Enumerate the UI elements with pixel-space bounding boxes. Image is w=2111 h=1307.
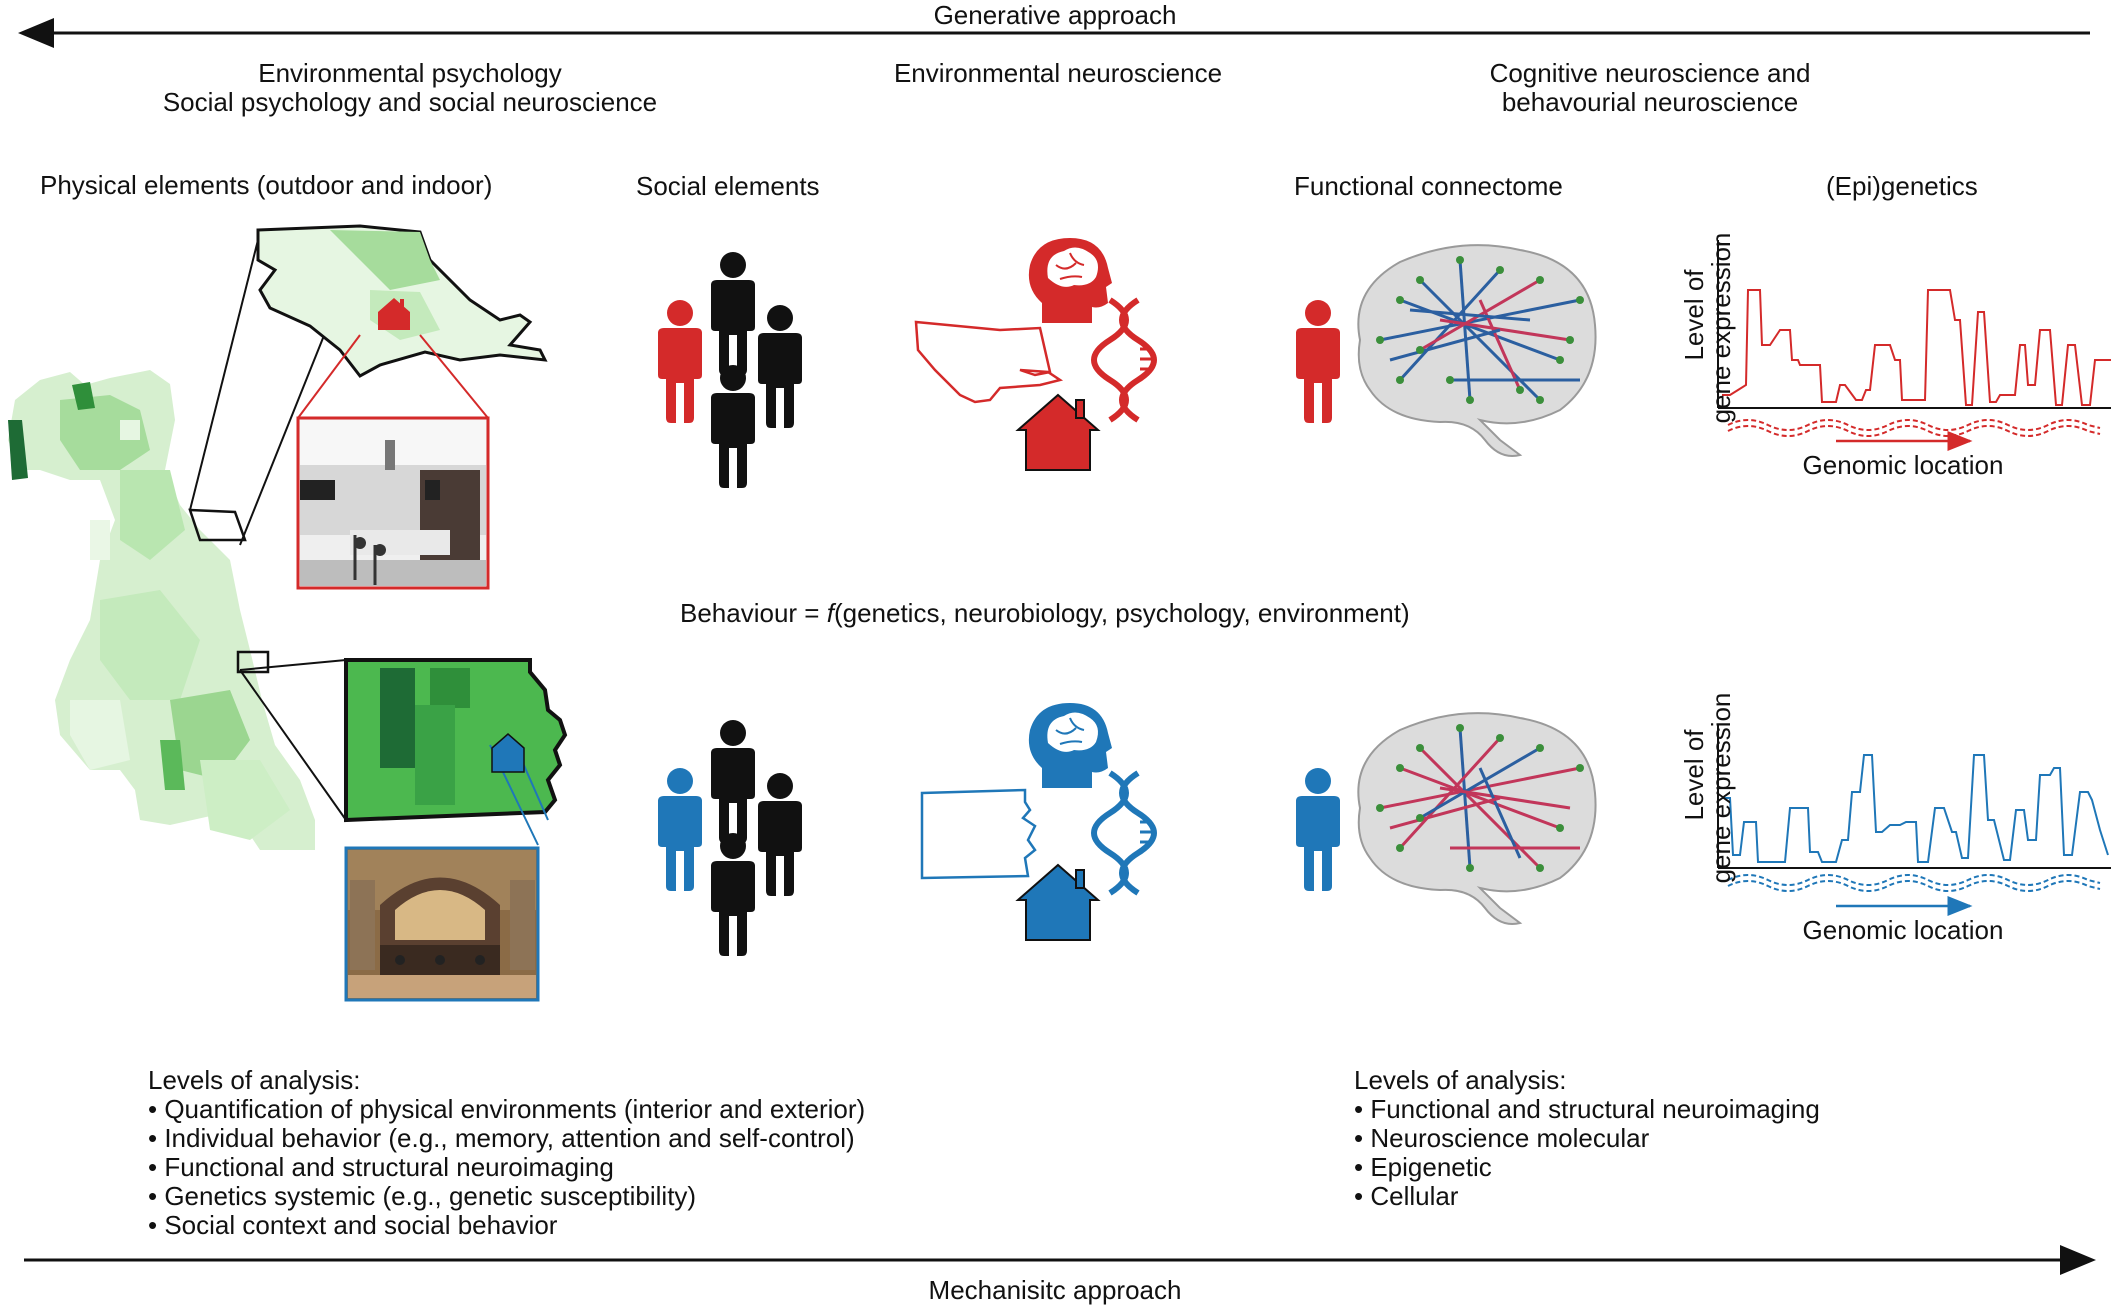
brain-network-icon-top <box>1357 244 1597 457</box>
equation-args: (genetics, neurobiology, psychology, env… <box>833 598 1410 628</box>
list-item: • Quantification of physical environment… <box>148 1094 866 1124</box>
ylabel-bottom-line2: gene expression <box>1706 692 1736 884</box>
env-neuro-top <box>914 237 1154 471</box>
levels-right: Levels of analysis: • Functional and str… <box>1354 1066 1820 1211</box>
equation-prefix: Behaviour = <box>680 598 827 628</box>
list-item: • Neuroscience molecular <box>1354 1123 1650 1153</box>
red-house-icon-map <box>378 298 410 330</box>
gene-series-top <box>1722 289 2111 406</box>
generative-approach-label: Generative approach <box>933 0 1177 30</box>
panel-connectome-title: Functional connectome <box>1294 171 1563 201</box>
chicago-map-icon <box>8 370 315 850</box>
levels-left-heading: Levels of analysis: <box>148 1065 361 1095</box>
list-item: • Social context and social behavior <box>148 1210 558 1240</box>
rustic-kitchen-photo <box>344 846 540 1002</box>
levels-left: Levels of analysis: • Quantification of … <box>148 1066 865 1240</box>
gene-series-bottom <box>1722 754 2109 863</box>
field-center: Environmental neuroscience <box>893 58 1223 88</box>
modern-kitchen-photo <box>296 416 490 590</box>
env-neuro-bottom <box>920 702 1154 941</box>
bottom-region-detail <box>236 650 568 846</box>
list-item: • Cellular <box>1354 1181 1459 1211</box>
list-item: • Functional and structural neuroimaging <box>148 1152 614 1182</box>
ylabel-bottom-line1: Level of <box>1679 729 1709 821</box>
ylabel-top-line1: Level of <box>1679 269 1709 361</box>
mechanistic-approach-label: Mechanisitc approach <box>928 1275 1182 1305</box>
field-left-line1: Environmental psychology <box>258 58 562 88</box>
ylabel-top-line2: gene expression <box>1706 232 1736 424</box>
xlabel-bottom: Genomic location <box>1802 915 2004 945</box>
list-item: • Epigenetic <box>1354 1152 1492 1182</box>
levels-right-heading: Levels of analysis: <box>1354 1065 1567 1095</box>
list-item: • Individual behavior (e.g., memory, att… <box>148 1123 855 1153</box>
blue-house-icon-map <box>491 733 525 773</box>
equation-func: f <box>826 598 834 628</box>
red-region-outline-icon <box>914 320 1064 404</box>
brain-network-icon-bottom <box>1357 712 1597 925</box>
field-left-line2: Social psychology and social neuroscienc… <box>162 87 658 117</box>
blue-region-outline-icon <box>920 788 1037 880</box>
top-region-detail <box>188 224 548 546</box>
list-item: • Functional and structural neuroimaging <box>1354 1094 1820 1124</box>
list-item: • Genetics systemic (e.g., genetic susce… <box>148 1181 697 1211</box>
panel-physical-title: Physical elements (outdoor and indoor) <box>40 170 493 200</box>
xlabel-top: Genomic location <box>1802 450 2004 480</box>
field-right-line2: behavourial neuroscience <box>1501 87 1799 117</box>
panel-epigenetics-title: (Epi)genetics <box>1826 171 1978 201</box>
behaviour-equation: Behaviour = f(genetics, neurobiology, ps… <box>680 598 1410 628</box>
panel-social-title: Social elements <box>636 171 820 201</box>
field-right-line1: Cognitive neuroscience and <box>1489 58 1811 88</box>
